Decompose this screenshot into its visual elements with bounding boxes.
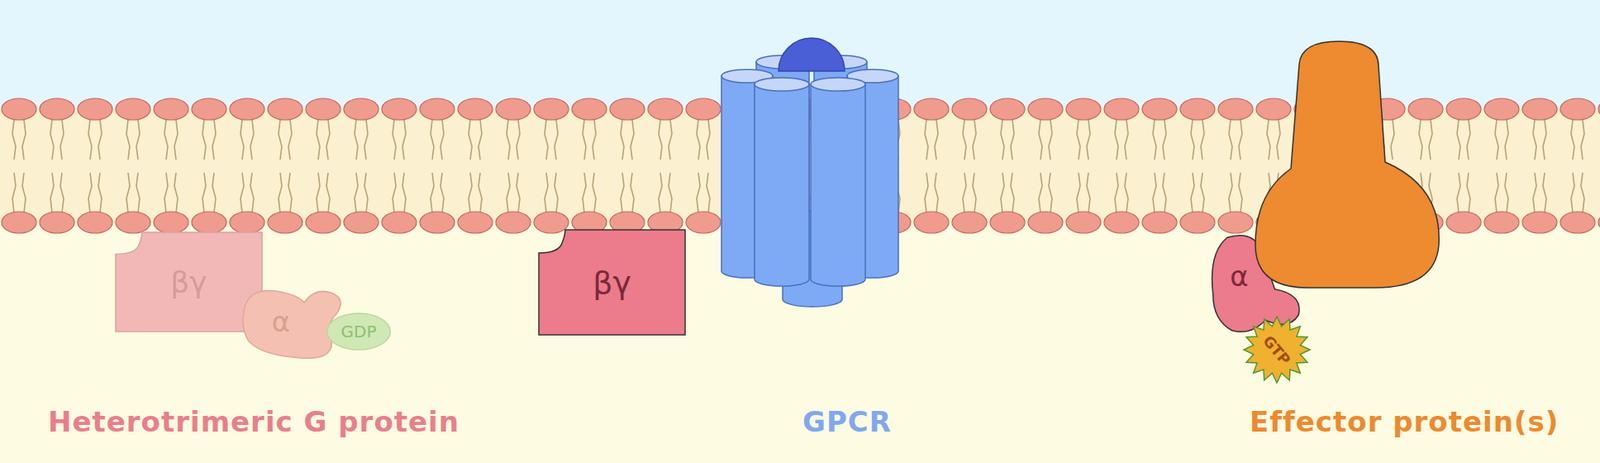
- node-text: βγ: [170, 265, 207, 300]
- g-alpha-subunit: α: [239, 283, 348, 360]
- node-text: α: [1229, 259, 1248, 293]
- gdp-molecule: GDP: [326, 312, 391, 351]
- node-text: βγ: [592, 264, 632, 301]
- g-beta-gamma-subunit: βγ: [538, 229, 686, 335]
- caption-label: Heterotrimeric G protein: [47, 404, 460, 439]
- g-beta-gamma-subunit: βγ: [115, 232, 262, 332]
- gtp-molecule: GTP: [1243, 316, 1310, 383]
- gpcr-receptor: [721, 38, 899, 307]
- g-alpha-subunit-outline: [239, 283, 348, 360]
- node-text: GDP: [341, 321, 377, 342]
- caption-label: GPCR: [802, 404, 892, 439]
- node-text: α: [271, 304, 291, 339]
- effector-protein: [1255, 41, 1439, 288]
- caption-label: Effector protein(s): [1249, 404, 1559, 439]
